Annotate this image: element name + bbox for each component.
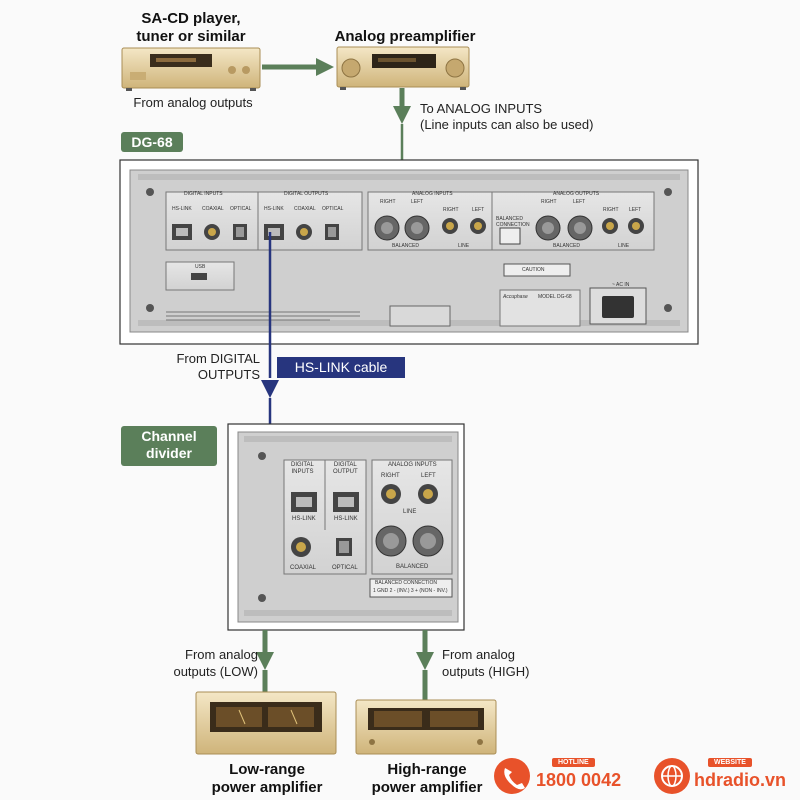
dg68-rear-panel [119, 159, 699, 345]
high-outputs-caption: From analog outputs (HIGH) [442, 646, 572, 680]
low-outputs-caption-line2: outputs (LOW) [173, 664, 258, 679]
hs-link-cable-label: HS-LINK cable [277, 357, 405, 378]
sacd-player-image [121, 47, 261, 91]
dg68-label-coaxial-in: COAXIAL [202, 206, 224, 212]
website-badge[interactable]: WEBSITE hdradio.vn [694, 758, 800, 794]
dg68-label-line-out: LINE [618, 243, 630, 249]
dg68-label-right-line-out: RIGHT [603, 207, 619, 213]
dg68-label-optical-out: OPTICAL [322, 206, 344, 212]
high-range-amp-title-line1: High-range [387, 761, 467, 778]
dg68-badge: DG-68 [121, 132, 183, 152]
high-outputs-caption-line1: From analog [442, 647, 515, 662]
low-range-amp-image [195, 691, 337, 755]
divider-label-digital-inputs-1: DIGITAL [291, 462, 314, 468]
dg68-label-right-in: RIGHT [380, 199, 396, 205]
dg68-label-digital-inputs: DIGITAL INPUTS [184, 191, 223, 197]
sacd-to-preamp-arrow [262, 58, 334, 76]
dg68-label-balanced-out: BALANCED [553, 243, 580, 249]
dg68-label-model: MODEL DG-68 [538, 294, 572, 300]
digital-outputs-caption-line2: OUTPUTS [197, 367, 260, 382]
dg68-label-optical-in: OPTICAL [230, 206, 252, 212]
divider-label-digital-output-2: OUTPUT [333, 469, 358, 475]
website-label: WEBSITE [708, 758, 752, 767]
dg68-label-brand: Accuphase [503, 294, 528, 300]
hotline-badge[interactable]: HOTLINE 1800 0042 [534, 758, 634, 794]
preamp-image [336, 46, 470, 90]
analog-inputs-caption-line2: (Line inputs can also be used) [420, 117, 594, 132]
divider-label-analog-inputs: ANALOG INPUTS [388, 462, 437, 468]
digital-outputs-caption: From DIGITAL OUTPUTS [150, 351, 260, 383]
digital-outputs-caption-line1: From DIGITAL [176, 351, 260, 366]
high-outputs-caption-line2: outputs (HIGH) [442, 664, 530, 679]
dg68-label-analog-outputs: ANALOG OUTPUTS [553, 191, 600, 197]
divider-label-optical: OPTICAL [332, 565, 358, 571]
low-range-amp-title: Low-range power amplifier [190, 761, 344, 797]
channel-divider-badge-line1: Channel [141, 428, 197, 444]
dg68-label-right-out: RIGHT [541, 199, 557, 205]
dg68-label-caution: CAUTION [522, 267, 545, 273]
website-url: hdradio.vn [694, 770, 787, 790]
channel-divider-rear-panel [227, 423, 465, 631]
globe-icon [654, 758, 690, 794]
low-outputs-caption-line1: From analog [185, 647, 258, 662]
dg68-label-left-in: LEFT [411, 199, 424, 205]
divider-label-balanced-pins: 1 GND 2 - (INV.) 3 + (NON - INV.) [373, 588, 448, 594]
divider-label-digital-output-1: DIGITAL [333, 462, 357, 468]
high-range-amp-title-line2: power amplifier [371, 779, 483, 796]
dg68-label-analog-inputs: ANALOG INPUTS [412, 191, 453, 197]
sacd-caption: From analog outputs [133, 95, 253, 110]
hotline-label: HOTLINE [552, 758, 595, 767]
low-outputs-caption: From analog outputs (LOW) [140, 646, 258, 680]
dg68-label-left-line-in: LEFT [472, 207, 485, 213]
dg68-label-coaxial-out: COAXIAL [294, 206, 316, 212]
dg68-label-usb: USB [195, 264, 206, 270]
dg68-label-line-in: LINE [458, 243, 470, 249]
divider-label-left: LEFT [421, 473, 436, 479]
sacd-title-line2: tuner or similar [136, 28, 246, 45]
low-range-amp-title-line1: Low-range [229, 761, 305, 778]
dg68-label-balanced-connection: BALANCED CONNECTION [496, 216, 530, 228]
dg68-label-balanced-in: BALANCED [392, 243, 419, 249]
divider-to-low-amp-arrow [256, 630, 274, 692]
channel-divider-badge: Channel divider [121, 426, 217, 466]
dg68-label-right-line-in: RIGHT [443, 207, 459, 213]
divider-label-digital-output: DIGITAL OUTPUT [333, 462, 358, 476]
divider-label-digital-inputs-2: INPUTS [291, 469, 314, 475]
divider-to-high-amp-arrow [416, 630, 434, 700]
dg68-label-left-line-out: LEFT [629, 207, 642, 213]
high-range-amp-image [355, 699, 497, 755]
high-range-amp-title: High-range power amplifier [350, 761, 504, 797]
sacd-title: SA-CD player, tuner or similar [106, 10, 276, 46]
divider-label-hs-link-out: HS-LINK [334, 516, 358, 522]
dg68-label-ac-in: ~ AC IN [612, 282, 630, 288]
channel-divider-badge-line2: divider [146, 445, 192, 461]
divider-label-balanced-connection: BALANCED CONNECTION [375, 580, 437, 586]
dg68-label-left-out: LEFT [573, 199, 586, 205]
analog-inputs-caption: To ANALOG INPUTS (Line inputs can also b… [420, 101, 660, 133]
divider-label-digital-inputs: DIGITAL INPUTS [291, 462, 314, 476]
divider-label-hs-link-in: HS-LINK [292, 516, 316, 522]
divider-label-balanced: BALANCED [396, 564, 429, 570]
dg68-label-hs-link-in: HS-LINK [172, 206, 192, 212]
low-range-amp-title-line2: power amplifier [211, 779, 323, 796]
dg68-label-digital-outputs: DIGITAL OUTPUTS [284, 191, 329, 197]
dg68-label-hs-link-out: HS-LINK [264, 206, 284, 212]
divider-label-line: LINE [403, 509, 417, 515]
hotline-number: 1800 0042 [536, 770, 622, 790]
analog-inputs-caption-line1: To ANALOG INPUTS [420, 101, 543, 116]
phone-icon [494, 758, 530, 794]
divider-label-coaxial: COAXIAL [290, 565, 317, 571]
sacd-title-line1: SA-CD player, [141, 10, 241, 27]
divider-label-right: RIGHT [381, 473, 400, 479]
preamp-title: Analog preamplifier [334, 28, 476, 45]
